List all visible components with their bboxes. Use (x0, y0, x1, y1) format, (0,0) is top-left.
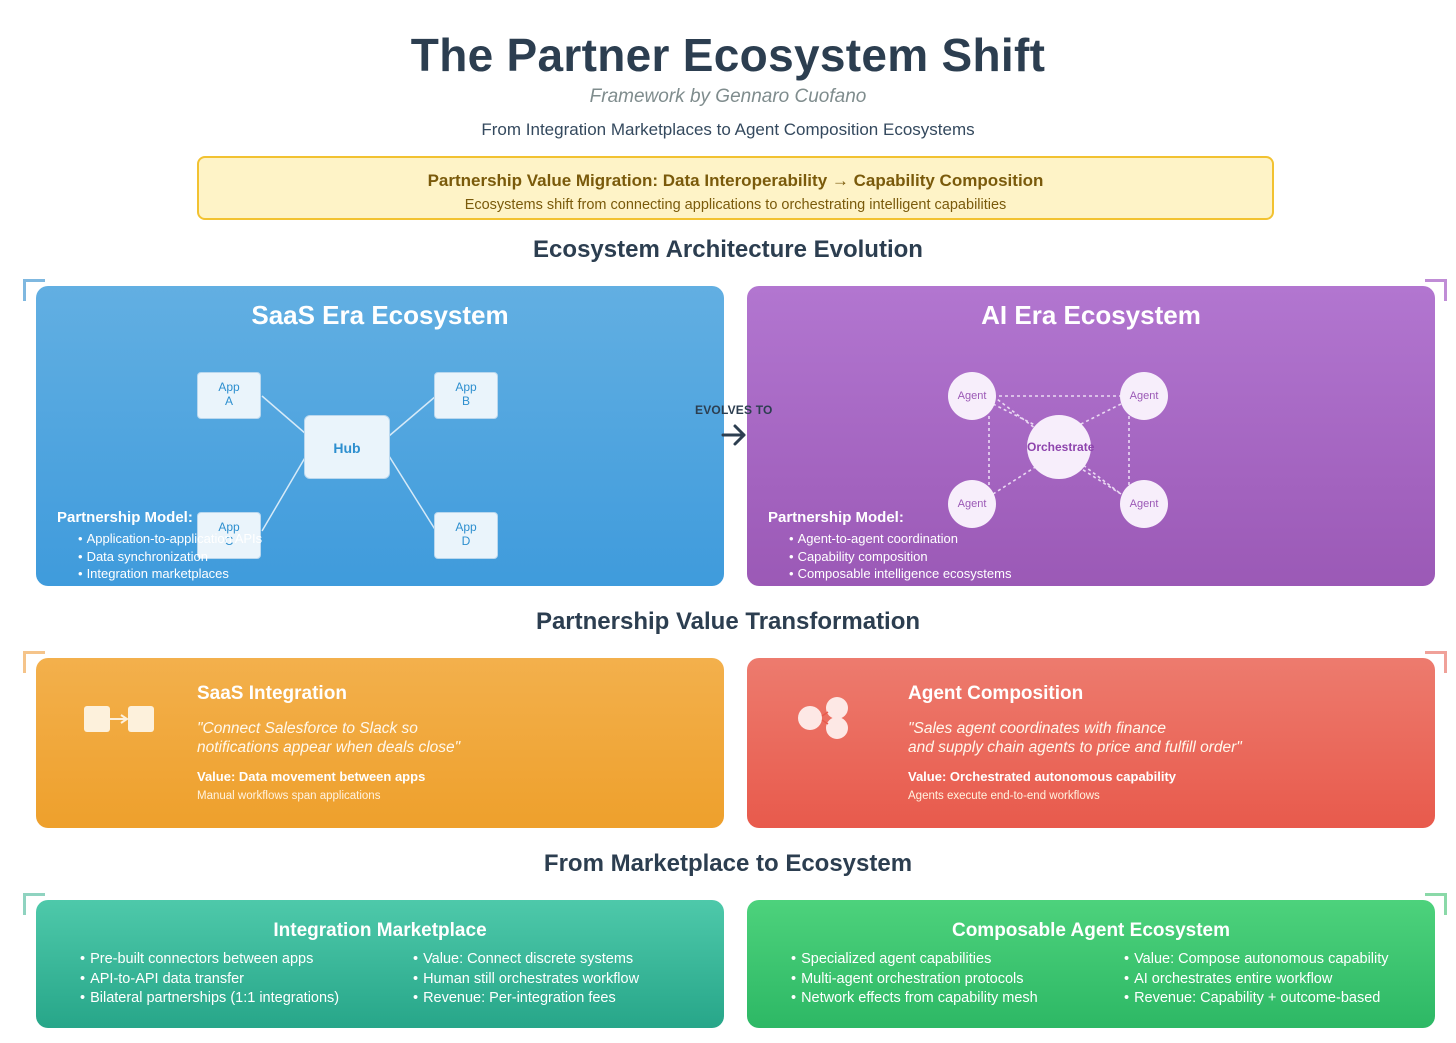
quote-line: "Sales agent coordinates with finance (908, 720, 1166, 737)
list-item: Integration marketplaces (78, 565, 262, 583)
saas-integration-title: SaaS Integration (197, 683, 347, 704)
quote-line: notifications appear when deals close" (197, 739, 461, 756)
section-heading-value: Partnership Value Transformation (535, 608, 921, 635)
ecosystem-list-right: Value: Compose autonomous capability AI … (1124, 950, 1389, 1009)
list-item: Agent-to-agent coordination (789, 530, 1011, 548)
value-migration-banner: Partnership Value Migration: Data Intero… (197, 156, 1274, 220)
corner-bracket (23, 279, 45, 301)
saas-integration-quote: "Connect Salesforce to Slack so notifica… (197, 719, 460, 757)
ai-partnership-model-list: Agent-to-agent coordination Capability c… (789, 530, 1012, 583)
ai-era-panel: AI Era Ecosystem Agent Agent Agent Agent… (747, 286, 1435, 586)
banner-heading: Partnership Value Migration: Data Intero… (427, 171, 1044, 190)
agent-cluster-icon (798, 697, 848, 739)
marketplace-list-left: Pre-built connectors between apps API-to… (80, 950, 339, 1009)
integration-marketplace-card: Integration Marketplace Pre-built connec… (36, 900, 724, 1028)
agent-node: Agent (1120, 480, 1168, 528)
hub-connector-lines (261, 395, 437, 532)
list-item: Network effects from capability mesh (791, 989, 1038, 1009)
arrow-right-icon (721, 424, 746, 446)
list-item: Multi-agent orchestration protocols (791, 970, 1038, 990)
section-heading-architecture: Ecosystem Architecture Evolution (533, 236, 923, 263)
marketplace-list-right: Value: Connect discrete systems Human st… (413, 950, 639, 1009)
list-item: AI orchestrates entire workflow (1124, 970, 1389, 990)
corner-bracket (23, 651, 45, 673)
agent-node: Agent (1120, 372, 1168, 420)
saas-integration-value: Value: Data movement between apps (197, 769, 426, 784)
list-item: Revenue: Per-integration fees (413, 989, 639, 1009)
list-item: Bilateral partnerships (1:1 integrations… (80, 989, 339, 1009)
list-item: Revenue: Capability + outcome-based (1124, 989, 1389, 1009)
hub-node: Hub (304, 415, 390, 479)
saas-integration-note: Manual workflows span applications (197, 790, 381, 802)
agent-composition-title: Agent Composition (908, 683, 1084, 704)
list-item: Value: Compose autonomous capability (1124, 950, 1388, 970)
section-heading-marketplace: From Marketplace to Ecosystem (543, 850, 913, 877)
saas-partnership-model-list: Application-to-application APIs Data syn… (78, 530, 263, 583)
ai-era-title: AI Era Ecosystem (981, 300, 1201, 330)
saas-era-panel: SaaS Era Ecosystem App A App B App C App… (36, 286, 724, 586)
app-node-a: App A (197, 372, 261, 419)
list-item: Human still orchestrates workflow (413, 970, 639, 990)
ecosystem-list-left: Specialized agent capabilities Multi-age… (791, 950, 1038, 1009)
quote-line: "Connect Salesforce to Slack so (197, 720, 418, 737)
list-item: Composable intelligence ecosystems (789, 565, 1012, 583)
app-node-b: App B (434, 372, 498, 419)
agent-composition-quote: "Sales agent coordinates with finance an… (908, 719, 1242, 757)
list-item: Specialized agent capabilities (791, 950, 1038, 970)
agent-composition-note: Agents execute end-to-end workflows (908, 790, 1100, 802)
agent-node: Agent (948, 372, 996, 420)
list-item: Pre-built connectors between apps (80, 950, 339, 970)
page-title: The Partner Ecosystem Shift (410, 29, 1046, 81)
list-item: Data synchronization (78, 548, 262, 566)
list-item: Application-to-application APIs (78, 530, 263, 548)
app-link-icon (84, 706, 154, 732)
agent-composition-value: Value: Orchestrated autonomous capabilit… (908, 769, 1177, 784)
agent-composition-card: Agent Composition "Sales agent coordinat… (747, 658, 1435, 828)
banner-text: Ecosystems shift from connecting applica… (464, 197, 1007, 213)
composable-agent-ecosystem-card: Composable Agent Ecosystem Specialized a… (747, 900, 1435, 1028)
agent-node: Agent (948, 480, 996, 528)
saas-era-title: SaaS Era Ecosystem (251, 300, 509, 330)
corner-bracket (1425, 651, 1447, 673)
author-byline: Framework by Gennaro Cuofano (589, 86, 867, 107)
app-node-d: App D (434, 512, 498, 559)
integration-marketplace-title: Integration Marketplace (273, 920, 487, 941)
orchestrator-node: Orchestrate (1027, 415, 1094, 479)
corner-bracket (1425, 279, 1447, 301)
page-subtitle: From Integration Marketplaces to Agent C… (481, 120, 975, 139)
list-item: Capability composition (789, 548, 1011, 566)
quote-line: and supply chain agents to price and ful… (908, 739, 1242, 756)
evolves-to-label: EVOLVES TO (695, 403, 773, 417)
saas-partnership-model-title: Partnership Model: (57, 509, 193, 526)
corner-bracket (23, 893, 45, 915)
list-item: Value: Connect discrete systems (413, 950, 639, 970)
saas-integration-card: SaaS Integration "Connect Salesforce to … (36, 658, 724, 828)
corner-bracket (1425, 893, 1447, 915)
list-item: API-to-API data transfer (80, 970, 339, 990)
composable-ecosystem-title: Composable Agent Ecosystem (951, 920, 1231, 941)
ai-partnership-model-title: Partnership Model: (768, 509, 904, 526)
